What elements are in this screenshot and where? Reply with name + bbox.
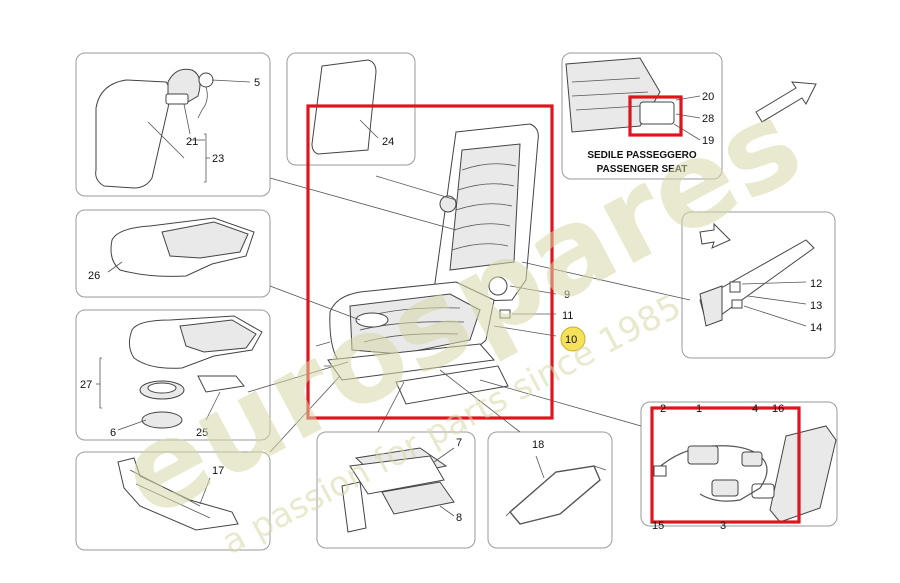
panel-seat-switches[interactable] xyxy=(640,401,838,527)
highlight-passenger-module xyxy=(628,95,683,137)
callout-2[interactable]: 2 xyxy=(660,403,666,415)
panel-seat-motors[interactable] xyxy=(316,431,476,549)
callout-26[interactable]: 26 xyxy=(88,270,100,282)
arrow-icon xyxy=(699,222,731,249)
callout-11[interactable]: 11 xyxy=(562,310,573,322)
panel-cushion-heater[interactable] xyxy=(75,309,271,441)
arrow-icon xyxy=(755,81,817,123)
highlight-marker-10 xyxy=(560,326,586,352)
panel-bracket[interactable] xyxy=(75,451,271,551)
callout-18[interactable]: 18 xyxy=(532,439,544,451)
callout-5[interactable]: 5 xyxy=(254,77,260,89)
inset-caption-english: PASSENGER SEAT xyxy=(597,164,688,175)
callout-7[interactable]: 7 xyxy=(456,437,462,449)
callout-25[interactable]: 25 xyxy=(196,427,208,439)
callout-21[interactable]: 21 xyxy=(186,136,198,148)
callout-1[interactable]: 1 xyxy=(696,403,702,415)
panel-backrest-cover[interactable] xyxy=(286,52,416,166)
callout-8[interactable]: 8 xyxy=(456,512,462,524)
callout-17[interactable]: 17 xyxy=(212,465,224,477)
callout-19[interactable]: 19 xyxy=(702,135,714,147)
callout-4[interactable]: 4 xyxy=(752,403,758,415)
panel-passenger-seat[interactable] xyxy=(561,52,723,180)
callout-13[interactable]: 13 xyxy=(810,300,822,312)
callout-9[interactable]: 9 xyxy=(564,289,570,301)
inset-caption-italian: SEDILE PASSEGGERO xyxy=(587,150,697,161)
panel-cable[interactable] xyxy=(487,431,613,549)
panel-cushion-cover[interactable] xyxy=(75,209,271,298)
callout-24[interactable]: 24 xyxy=(382,136,394,148)
panel-headrest[interactable] xyxy=(75,52,271,197)
callout-10[interactable]: 10 xyxy=(565,334,577,346)
callout-28[interactable]: 28 xyxy=(702,113,714,125)
callout-12[interactable]: 12 xyxy=(810,278,822,290)
callout-16[interactable]: 16 xyxy=(772,403,784,415)
callout-15[interactable]: 15 xyxy=(652,520,664,532)
highlight-main-seat xyxy=(306,104,554,420)
callout-27[interactable]: 27 xyxy=(80,379,92,391)
main-seat-assembly[interactable] xyxy=(247,123,691,453)
panel-side-rail[interactable] xyxy=(681,211,836,359)
callout-20[interactable]: 20 xyxy=(702,91,714,103)
callout-6[interactable]: 6 xyxy=(110,427,116,439)
callout-3[interactable]: 3 xyxy=(720,520,726,532)
highlight-seat-switches xyxy=(650,406,801,524)
callout-23[interactable]: 23 xyxy=(212,153,224,165)
callout-14[interactable]: 14 xyxy=(810,322,822,334)
